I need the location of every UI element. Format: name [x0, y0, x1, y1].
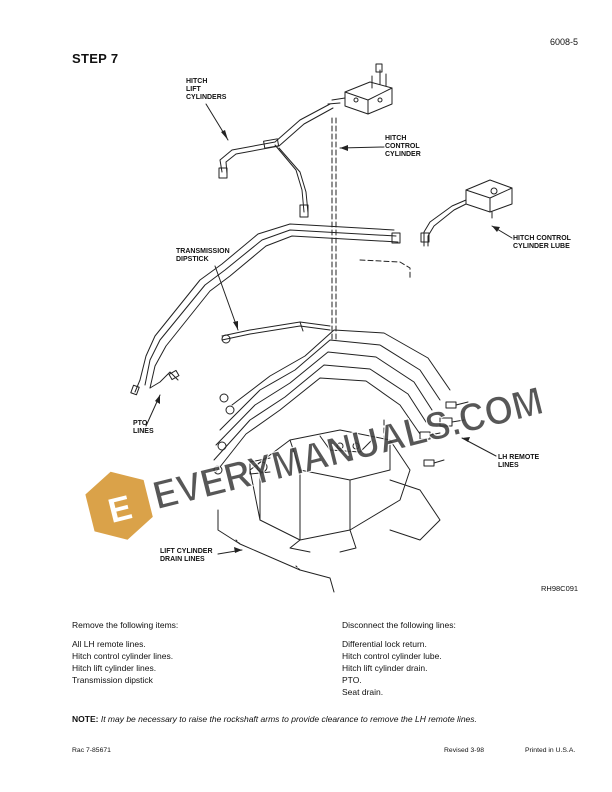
transmission-housing [249, 429, 441, 553]
callout-transmission-dipstick: TRANSMISSION DIPSTICK [176, 248, 230, 263]
disconnect-item: Differential lock return. [342, 639, 427, 649]
hitch-control-valve [327, 63, 393, 115]
note: NOTE: It may be necessary to raise the r… [72, 714, 592, 724]
callout-hitch-control-cylinder: HITCH CONTROL CYLINDER [385, 135, 421, 158]
callout-lh-remote-lines: LH REMOTE LINES [498, 454, 540, 469]
page-number: 6008-5 [549, 37, 578, 47]
note-label: NOTE: [72, 714, 99, 724]
callout-lift-cylinder-drain-lines: LIFT CYLINDER DRAIN LINES [160, 548, 213, 563]
callout-hitch-control-cylinder-lube: HITCH CONTROL CYLINDER LUBE [513, 235, 571, 250]
disconnect-item: Hitch lift cylinder drain. [342, 663, 428, 673]
remove-item: All LH remote lines. [72, 639, 146, 649]
disconnect-lines-section: Disconnect the following lines: Differen… [342, 619, 592, 698]
disconnect-lines-heading: Disconnect the following lines: [342, 620, 456, 630]
note-text: It may be necessary to raise the rocksha… [100, 714, 477, 724]
footer-printed: Printed in U.S.A. [525, 747, 576, 754]
hydraulic-lines-illustration [130, 63, 513, 593]
remove-item: Hitch control cylinder lines. [72, 651, 174, 661]
callout-pto-lines: PTO LINES [133, 420, 154, 435]
hitch-control-cylinder-lube-block [420, 179, 513, 247]
footer-document-number: Rac 7-85671 [72, 747, 111, 754]
disconnect-item: Seat drain. [342, 687, 384, 697]
disconnect-item: Hitch control cylinder lube. [342, 651, 442, 661]
remove-items-section: Remove the following items: All LH remot… [72, 619, 322, 686]
transmission-lines [130, 223, 401, 396]
lift-cylinder-drain-line [217, 509, 335, 593]
hitch-lift-cylinder-hoses [218, 103, 334, 218]
step-title: STEP 7 [72, 51, 119, 66]
footer-revised: Revised 3-98 [444, 747, 485, 754]
callout-hitch-lift-cylinders: HITCH LIFT CYLINDERS [186, 78, 227, 101]
remove-item: Transmission dipstick [72, 675, 153, 685]
remove-item: Hitch lift cylinder lines. [72, 663, 157, 673]
remove-items-heading: Remove the following items: [72, 620, 179, 630]
transmission-dipstick [221, 321, 331, 344]
figure-id: RH98C091 [541, 584, 579, 593]
disconnect-item: PTO. [342, 675, 362, 685]
callout-leaders [145, 103, 513, 555]
lh-remote-lines-bundle [213, 329, 469, 475]
